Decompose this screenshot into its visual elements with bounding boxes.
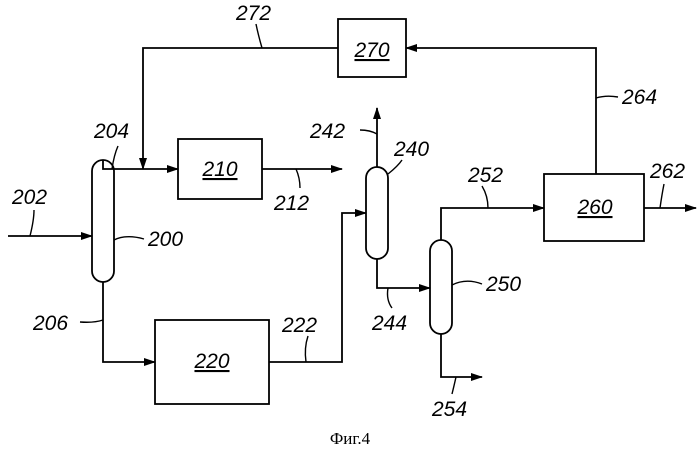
stream-244-line [377, 259, 430, 288]
leader-202 [30, 210, 34, 236]
stream-label-202: 202 [11, 186, 47, 209]
separator-200 [92, 160, 114, 282]
unit-label-250: 250 [485, 273, 521, 296]
leader-272 [256, 24, 262, 48]
stream-label-264: 264 [621, 86, 657, 109]
leader-200 [114, 237, 144, 240]
stream-label-212: 212 [273, 192, 309, 215]
stream-label-262: 262 [649, 160, 685, 183]
stream-label-204: 204 [93, 120, 129, 143]
unit-label-260: 260 [576, 196, 612, 219]
stream-label-242: 242 [309, 120, 345, 143]
leader-264 [596, 96, 618, 98]
leader-244 [388, 288, 393, 308]
figure-caption: Фиг.4 [330, 429, 371, 448]
separator-250 [430, 240, 452, 334]
leader-250 [452, 281, 482, 285]
leader-212 [296, 169, 300, 188]
leader-240 [388, 160, 402, 174]
stream-254-line [441, 334, 482, 377]
stream-label-252: 252 [467, 164, 503, 187]
stream-label-254: 254 [431, 398, 467, 421]
stream-222-line [269, 213, 366, 362]
stream-206-line [103, 282, 155, 362]
unit-label-220: 220 [193, 350, 229, 373]
leader-262 [660, 184, 664, 208]
leader-242 [360, 130, 377, 134]
stream-label-244: 244 [371, 312, 407, 335]
leader-204 [112, 146, 118, 169]
unit-label-200: 200 [147, 228, 183, 251]
stream-264-line [406, 48, 596, 174]
leader-222 [305, 336, 308, 362]
leader-254 [452, 377, 456, 394]
stream-252-line [441, 208, 544, 240]
stream-label-272: 272 [235, 2, 271, 25]
leader-252 [482, 186, 488, 208]
stream-label-222: 222 [281, 314, 317, 337]
unit-label-240: 240 [393, 138, 429, 161]
stream-label-206: 206 [32, 312, 68, 335]
unit-label-270: 270 [353, 39, 389, 62]
leader-206 [80, 320, 103, 322]
separator-240 [366, 167, 388, 259]
unit-label-210: 210 [201, 158, 237, 181]
